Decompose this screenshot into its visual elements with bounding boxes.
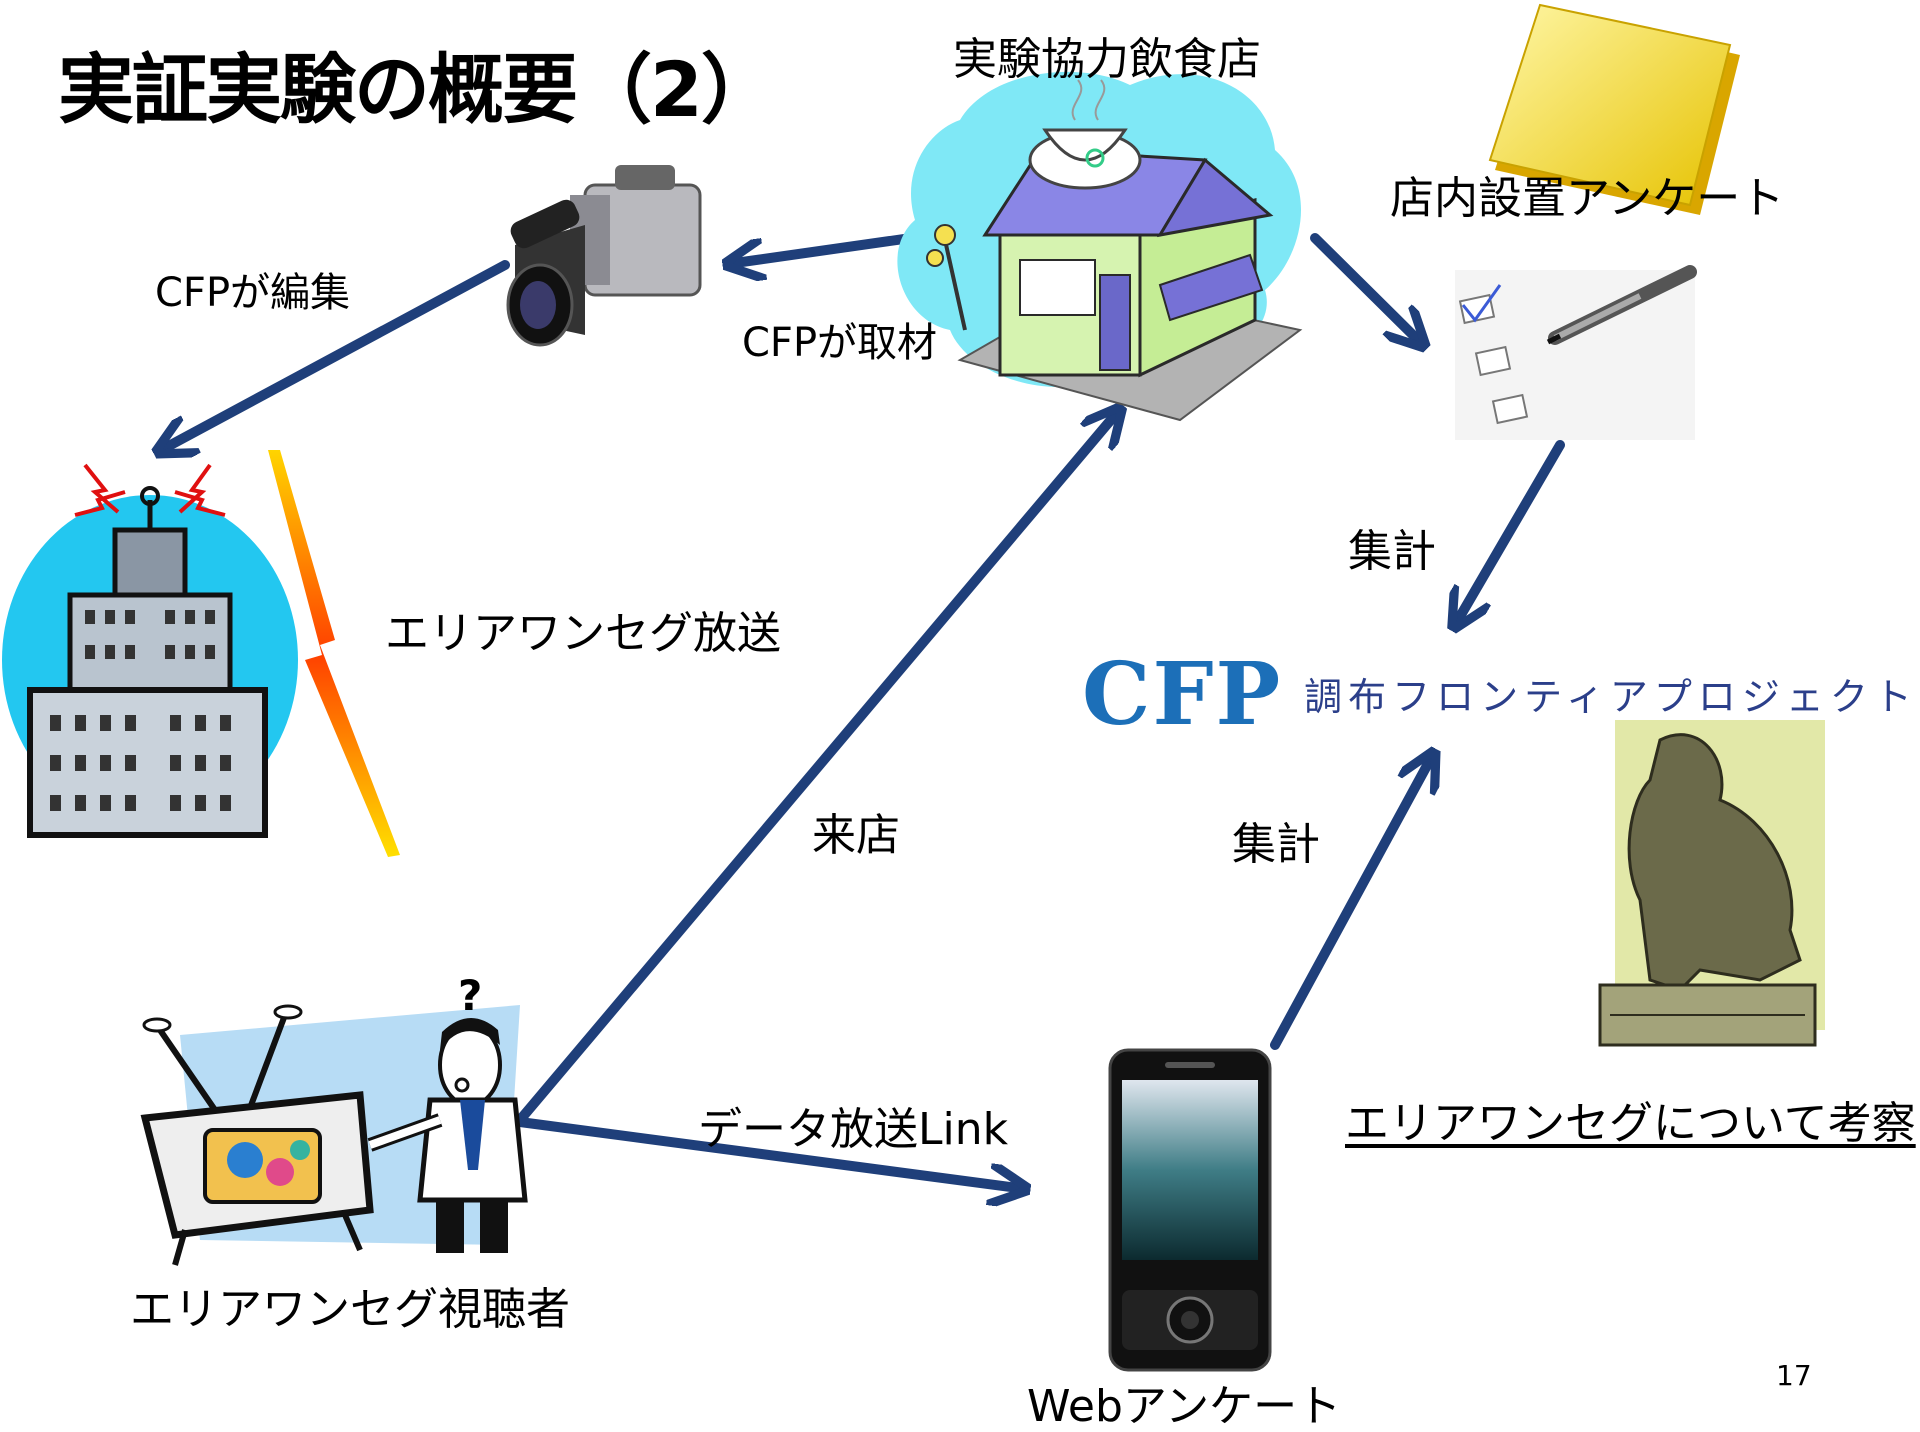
restaurant-icon bbox=[897, 71, 1303, 422]
arrow-viewer-to-phone bbox=[515, 1117, 1018, 1188]
tv-tower-building-icon bbox=[2, 463, 298, 838]
web-survey-label: Webアンケート bbox=[1027, 1381, 1342, 1432]
aggregate-label-1: 集計 bbox=[1348, 526, 1436, 577]
aggregate-label-2: 集計 bbox=[1232, 819, 1320, 870]
notepad-icon bbox=[1488, 3, 1740, 215]
broadcast-label: エリアワンセグ放送 bbox=[385, 608, 781, 659]
cfp-cover-label: CFPが取材 bbox=[742, 320, 938, 366]
svg-text:?: ? bbox=[458, 971, 482, 1020]
page-title: 実証実験の概要（2） bbox=[58, 45, 777, 134]
data-broadcast-link-label: データ放送Link bbox=[698, 1104, 1009, 1155]
arrow-camera-to-building bbox=[165, 260, 510, 448]
arrows bbox=[165, 231, 1565, 1188]
consider-label: エリアワンセグについて考察 bbox=[1345, 1098, 1916, 1149]
pen-icon bbox=[1546, 265, 1697, 345]
man-icon: ? bbox=[367, 971, 528, 1253]
mobile-phone-icon bbox=[1108, 1048, 1272, 1372]
cfp-edit-label: CFPが編集 bbox=[155, 270, 351, 316]
page-number: 17 bbox=[1776, 1359, 1812, 1392]
visit-label: 来店 bbox=[812, 810, 900, 861]
viewer-label: エリアワンセグ視聴者 bbox=[130, 1284, 570, 1335]
lightning-icon bbox=[268, 450, 400, 857]
arrow-restaurant-to-survey bbox=[1310, 233, 1418, 340]
arrow-restaurant-to-camera bbox=[735, 231, 930, 263]
checklist-icon bbox=[1455, 270, 1695, 440]
cfp-logo-subtitle: 調布フロンティアプロジェクト bbox=[1304, 675, 1918, 719]
arrow-viewer-to-restaurant bbox=[515, 415, 1115, 1125]
restaurant-label: 実験協力飲食店 bbox=[953, 34, 1261, 85]
arrow-survey-to-cfp bbox=[1458, 440, 1565, 620]
arrow-phone-to-cfp bbox=[1270, 760, 1430, 1050]
cfp-logo-text: CFP bbox=[1082, 644, 1283, 745]
in-store-survey-label: 店内設置アンケート bbox=[1390, 173, 1785, 224]
video-camera-icon bbox=[506, 165, 702, 347]
thinker-statue-icon bbox=[1598, 720, 1825, 1047]
